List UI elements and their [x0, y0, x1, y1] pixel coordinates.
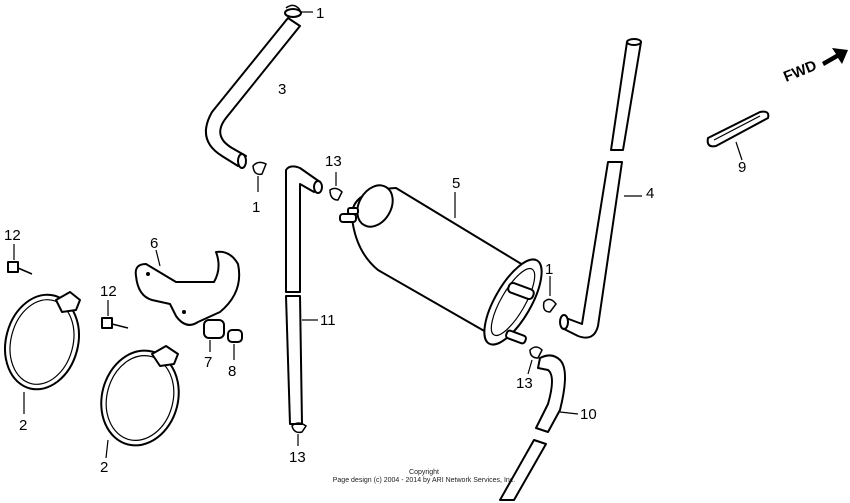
grommet-part-7 [203, 319, 225, 352]
clamp-part-13-bottom [291, 422, 308, 446]
fwd-arrow-icon [822, 48, 848, 66]
clamp-part-1-top [285, 4, 313, 13]
callout-5: 5 [452, 175, 460, 192]
callout-1-top: 1 [316, 5, 324, 22]
hose-part-10 [499, 354, 579, 501]
copyright-line-2: Page design (c) 2004 - 2014 by ARI Netwo… [333, 477, 516, 484]
hose-part-11 [285, 165, 323, 425]
callout-8: 8 [228, 363, 236, 380]
clamp-part-13-top [329, 172, 343, 201]
callout-12-b: 12 [100, 283, 117, 300]
callout-2-b: 2 [100, 459, 108, 476]
callout-2-a: 2 [19, 417, 27, 434]
band-part-2-b [100, 345, 180, 459]
clamp-part-1-right [542, 276, 557, 313]
collar-part-8 [227, 329, 243, 360]
clamp-part-1-mid [252, 161, 267, 192]
callout-12-a: 12 [4, 227, 21, 244]
band-part-2-a [4, 291, 81, 414]
bolt-part-12-a [7, 244, 33, 275]
callout-7: 7 [204, 354, 212, 371]
fwd-label: FWD [781, 57, 819, 86]
hose-part-3 [204, 8, 302, 169]
hose-part-4 [559, 38, 642, 339]
callout-9: 9 [738, 159, 746, 176]
callout-1-right: 1 [545, 261, 553, 278]
callout-3: 3 [278, 81, 286, 98]
clamp-part-13-right [527, 346, 543, 375]
callout-4: 4 [646, 185, 654, 202]
callout-6: 6 [150, 235, 158, 252]
callout-13-right: 13 [516, 375, 533, 392]
callout-10: 10 [580, 406, 597, 423]
bracket-part-6 [134, 249, 241, 326]
callout-1-mid: 1 [252, 199, 260, 216]
callout-13-top: 13 [325, 153, 342, 170]
bolt-part-12-b [101, 300, 129, 329]
canister-part-5 [339, 184, 543, 346]
callout-13-bottom: 13 [289, 449, 306, 466]
callout-11: 11 [320, 312, 336, 329]
strap-part-9 [706, 110, 770, 161]
copyright-line-1: Copyright [409, 469, 439, 476]
